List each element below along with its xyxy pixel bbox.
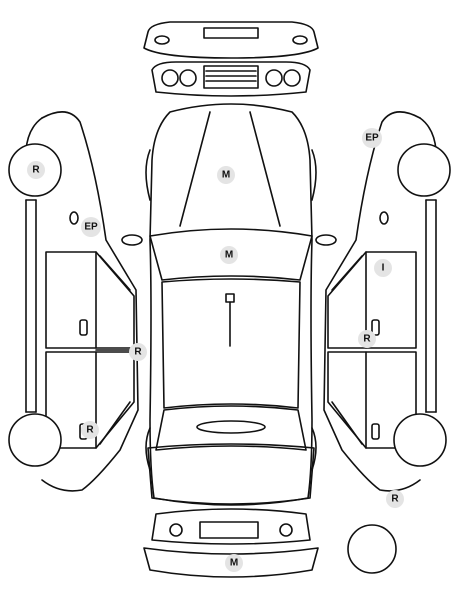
marker-right-rear-door[interactable]: R	[358, 330, 376, 348]
car-top-view	[121, 103, 337, 506]
svg-text:M: M	[230, 558, 238, 569]
marker-left-rear-door[interactable]: R	[129, 343, 147, 361]
marker-right-front-fender[interactable]: EP	[362, 128, 382, 148]
front-grille-view	[151, 61, 311, 97]
spare-wheel	[347, 524, 397, 574]
svg-text:I: I	[382, 263, 385, 274]
marker-left-front-wheel[interactable]: R	[27, 161, 45, 179]
marker-left-rear-wheel-arch[interactable]: R	[81, 421, 99, 439]
marker-rear-bumper[interactable]: M	[225, 554, 243, 572]
svg-text:R: R	[391, 494, 399, 505]
svg-text:EP: EP	[365, 133, 379, 144]
right-side-view	[323, 111, 451, 492]
marker-right-rear-bumper[interactable]: R	[386, 490, 404, 508]
svg-text:R: R	[32, 165, 40, 176]
svg-text:R: R	[134, 347, 142, 358]
svg-text:R: R	[363, 334, 371, 345]
front-bumper-view	[143, 21, 319, 59]
svg-text:M: M	[225, 250, 233, 261]
marker-windshield[interactable]: M	[220, 246, 238, 264]
svg-text:M: M	[222, 170, 230, 181]
marker-right-front-door[interactable]: I	[374, 259, 392, 277]
rear-view	[143, 508, 319, 578]
marker-hood[interactable]: M	[217, 166, 235, 184]
svg-text:EP: EP	[84, 222, 98, 233]
marker-left-front-fender[interactable]: EP	[81, 217, 101, 237]
svg-text:R: R	[86, 425, 94, 436]
